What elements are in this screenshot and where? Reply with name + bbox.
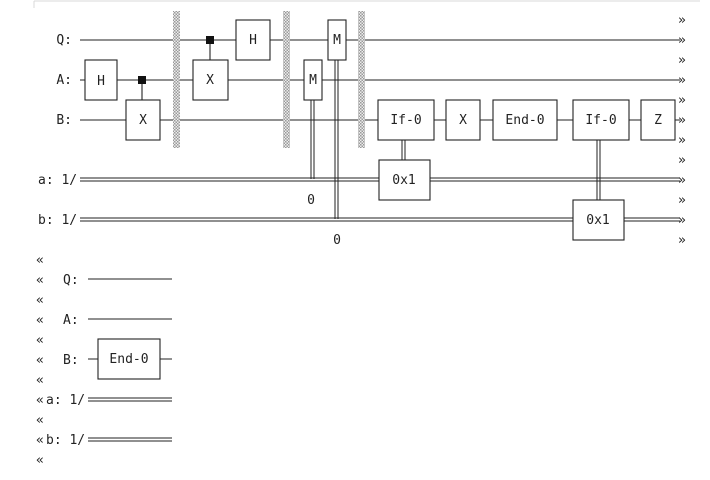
measure-a-bit-index: 0 [307, 193, 315, 208]
condition-box-b: 0x1 [572, 199, 625, 241]
measure-q-classical-link [334, 60, 339, 219]
svg-text:»: » [678, 53, 686, 68]
row2-classical-wire-a [88, 397, 172, 402]
svg-text:»: » [678, 73, 686, 88]
svg-text:«: « [36, 353, 44, 368]
z-gate-b: Z [640, 99, 676, 141]
condition-box-a: 0x1 [378, 159, 431, 201]
row2-qubit-label-q: Q: [63, 273, 79, 288]
svg-text:«: « [36, 433, 44, 448]
control-dot-a [138, 76, 146, 84]
if-0-gate-second: If-0 [572, 99, 630, 141]
svg-text:H: H [97, 74, 105, 89]
barrier-1 [173, 11, 180, 148]
classical-label-b: b: 1/ [38, 213, 77, 228]
h-gate-q: H [235, 19, 271, 61]
h-gate-a: H [84, 59, 118, 101]
svg-text:»: » [678, 113, 686, 128]
svg-text:If-0: If-0 [585, 113, 616, 128]
svg-text:«: « [36, 333, 44, 348]
svg-text:«: « [36, 393, 44, 408]
svg-text:»: » [678, 213, 686, 228]
svg-text:End-0: End-0 [505, 113, 544, 128]
svg-text:End-0: End-0 [109, 352, 148, 367]
svg-text:«: « [36, 413, 44, 428]
svg-text:Z: Z [654, 113, 662, 128]
row2-classical-label-b: b: 1/ [46, 433, 85, 448]
row2-end-0-gate: End-0 [97, 338, 161, 380]
svg-text:»: » [678, 93, 686, 108]
svg-text:If-0: If-0 [390, 113, 421, 128]
row2-qubit-label-b: B: [63, 353, 79, 368]
control-dot-q [206, 36, 214, 44]
if-condition-link-b [596, 140, 601, 200]
barrier-2 [283, 11, 290, 148]
row2-qubit-label-a: A: [63, 313, 79, 328]
x-gate-b: X [125, 99, 161, 141]
measure-a-classical-link [310, 100, 315, 179]
svg-text:H: H [249, 33, 257, 48]
svg-text:«: « [36, 373, 44, 388]
measure-gate-a: M [303, 59, 323, 101]
svg-text:»: » [678, 233, 686, 248]
qubit-label-a: A: [56, 73, 72, 88]
svg-text:«: « [36, 293, 44, 308]
svg-text:X: X [206, 73, 214, 88]
svg-text:M: M [333, 33, 341, 48]
svg-text:X: X [459, 113, 467, 128]
x-gate-b-conditional: X [445, 99, 481, 141]
svg-text:»: » [678, 133, 686, 148]
svg-text:»: » [678, 173, 686, 188]
svg-text:»: » [678, 13, 686, 28]
svg-text:0x1: 0x1 [392, 173, 415, 188]
svg-text:»: » [678, 193, 686, 208]
svg-text:M: M [309, 73, 317, 88]
classical-label-a: a: 1/ [38, 173, 77, 188]
svg-text:0x1: 0x1 [586, 213, 609, 228]
svg-text:«: « [36, 453, 44, 468]
continuation-markers: » » » » » » » » » » » » [678, 13, 686, 248]
qubit-label-b: B: [56, 113, 72, 128]
if-condition-link-a [401, 140, 406, 160]
svg-text:«: « [36, 313, 44, 328]
svg-text:«: « [36, 253, 44, 268]
svg-text:»: » [678, 153, 686, 168]
row2-classical-label-a: a: 1/ [46, 393, 85, 408]
svg-text:X: X [139, 113, 147, 128]
back-markers: « « « « « « « « « « « [36, 253, 44, 468]
measure-gate-q: M [327, 19, 347, 61]
end-0-gate: End-0 [492, 99, 558, 141]
measure-q-bit-index: 0 [333, 233, 341, 248]
svg-text:»: » [678, 33, 686, 48]
barrier-3 [358, 11, 365, 148]
row2-classical-wire-b [88, 437, 172, 442]
svg-text:«: « [36, 273, 44, 288]
x-gate-a: X [192, 59, 229, 101]
qubit-label-q: Q: [56, 33, 72, 48]
if-0-gate-first: If-0 [377, 99, 435, 141]
